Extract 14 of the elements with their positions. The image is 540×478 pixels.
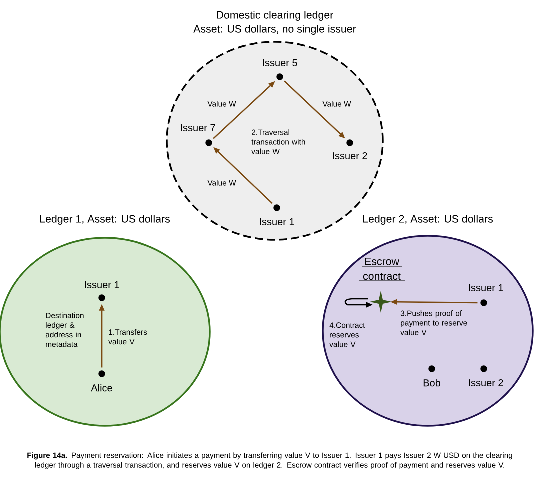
party-label: Bob	[424, 379, 440, 387]
party-label: Issuer 7	[181, 124, 216, 132]
party-label: Alice	[91, 384, 112, 392]
contract-heading: Escrow contract	[358, 258, 406, 282]
ledger-heading: Ledger 1, Asset: US dollars	[40, 215, 170, 225]
party-label: Issuer 2	[469, 379, 504, 387]
party-label: Issuer 1	[260, 218, 294, 226]
ledger-heading: Asset: US dollars, no single issuer	[194, 25, 356, 35]
ledger-heading: Domestic clearing ledger	[217, 11, 334, 21]
ledger-heading: Ledger 2, Asset: US dollars	[363, 215, 493, 225]
party-label: Issuer 1	[85, 282, 120, 288]
party-label: Issuer 2	[333, 152, 368, 160]
party-label: Issuer 1	[469, 284, 504, 292]
party-label: Issuer 5	[263, 60, 298, 66]
